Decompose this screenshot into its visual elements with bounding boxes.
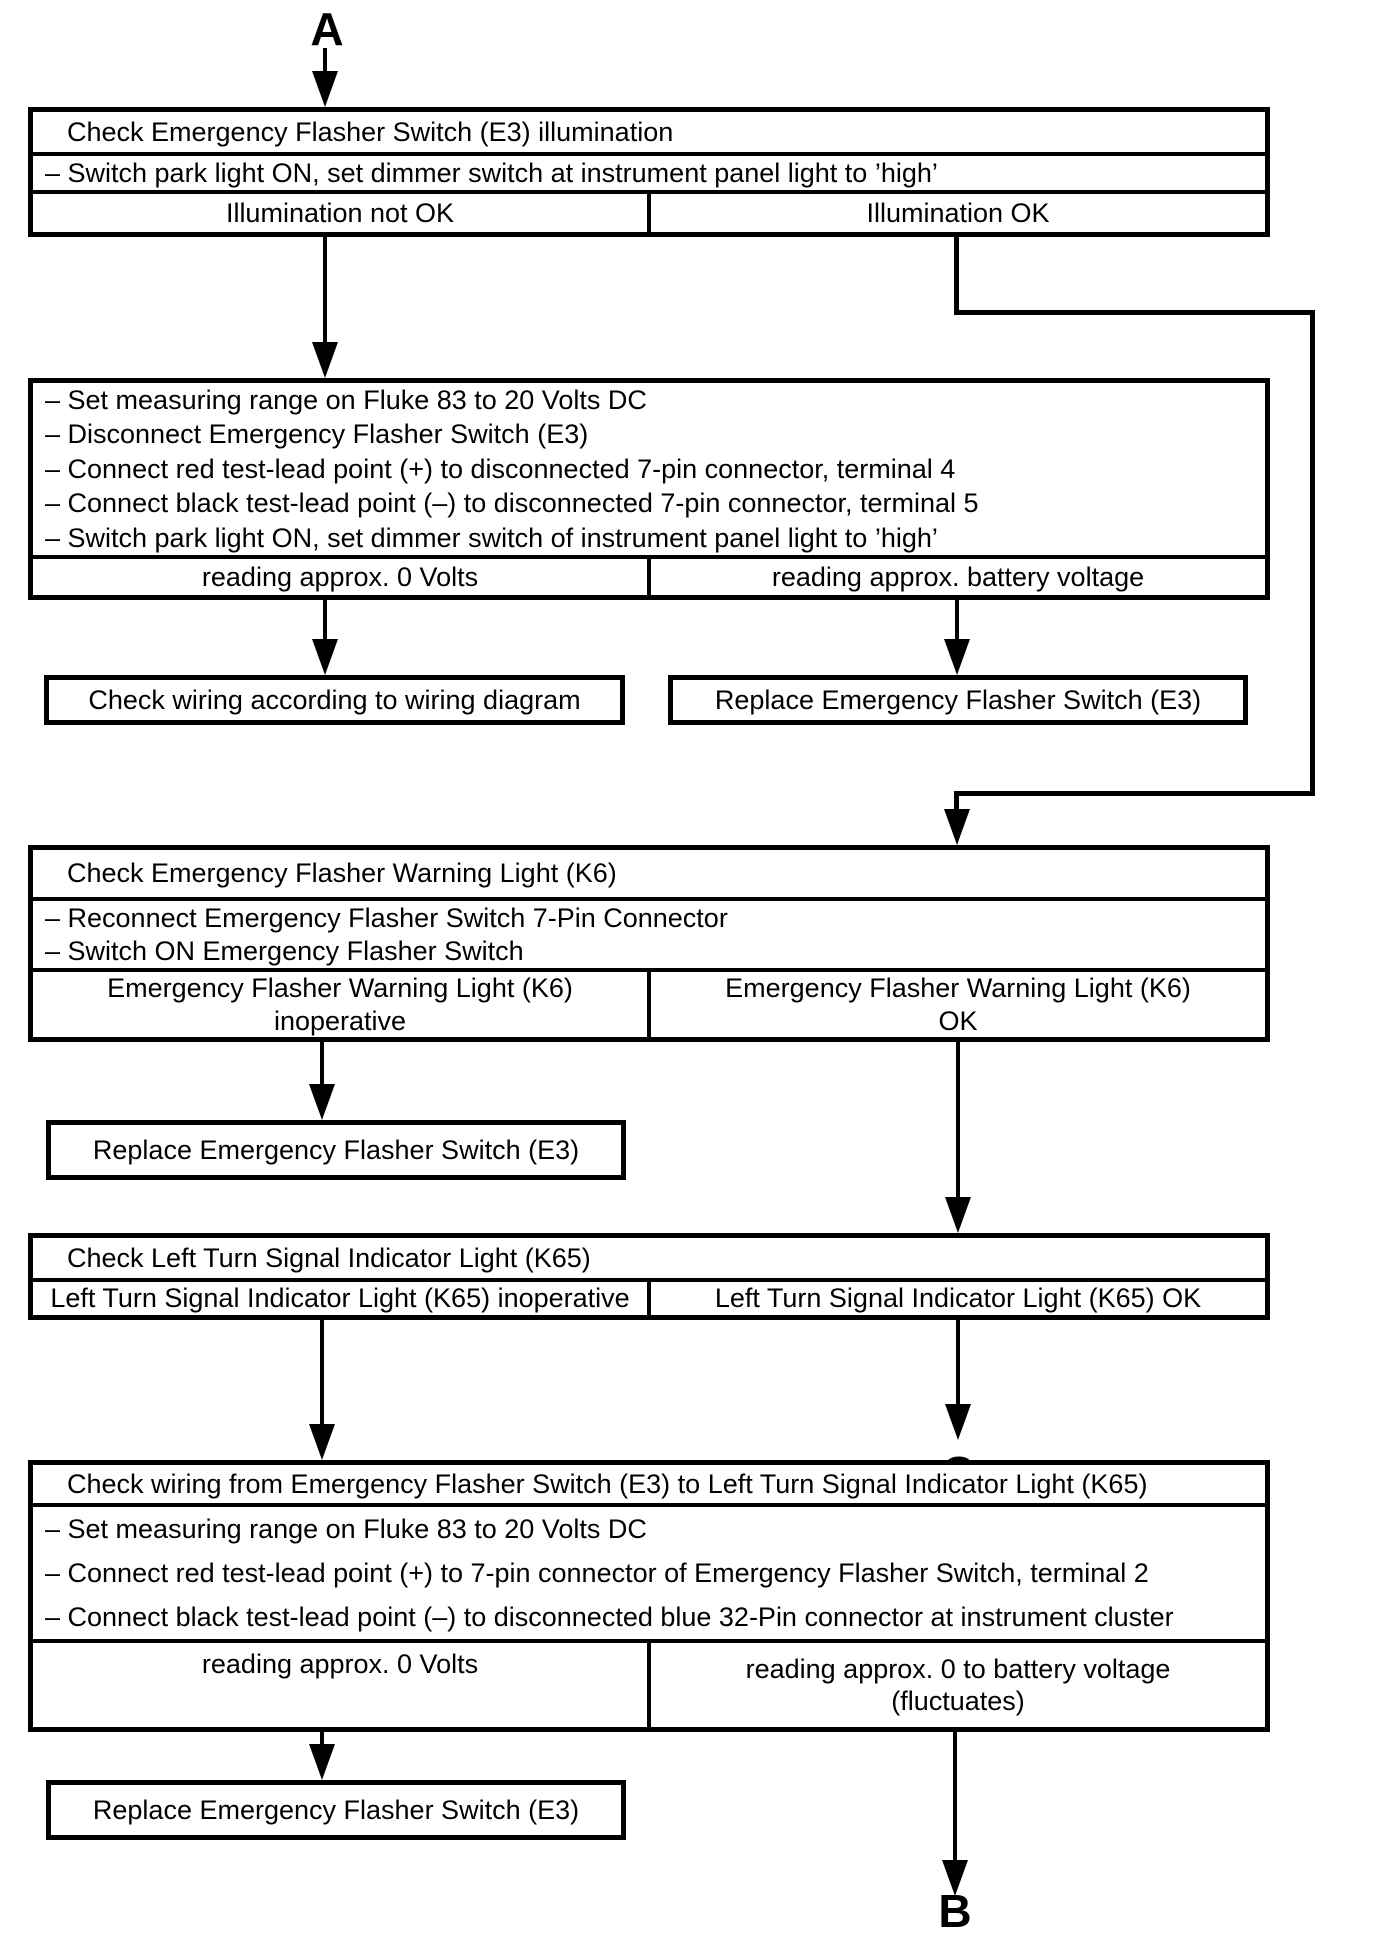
arrow-zero-volts-head [312,639,338,675]
connector-ok-seg-down3 [954,791,959,815]
check-warning-light-outcomes: Emergency Flasher Warning Light (K6) ino… [33,968,1265,1037]
check-wiring-to-indicator-title: Check wiring from Emergency Flasher Swit… [67,1468,1148,1499]
check-wiring-to-indicator-steps: – Set measuring range on Fluke 83 to 20 … [33,1503,1265,1639]
replace-switch-action-box-1: Replace Emergency Flasher Switch (E3) [668,675,1248,725]
outcome-text-line: OK [938,1005,978,1036]
step-line: – Connect black test-lead point (–) to d… [45,488,979,519]
check-warning-light-box: Check Emergency Flasher Warning Light (K… [28,845,1270,1042]
replace-switch-action-box-3: Replace Emergency Flasher Switch (E3) [46,1780,626,1840]
step-line: – Switch park light ON, set dimmer switc… [45,157,938,188]
outcome-text-line: Emergency Flasher Warning Light (K6) [725,973,1191,1004]
arrow-to-b-line [953,1732,957,1864]
arrow-wiring-zero-head [309,1744,335,1780]
arrow-k6-inoperative-head [309,1084,335,1120]
step-line: – Set measuring range on Fluke 83 to 20 … [45,385,647,415]
outcome-battery-voltage: reading approx. battery voltage [771,561,1145,592]
arrow-k65-inoperative-line [320,1320,324,1428]
connector-ok-head [944,809,970,845]
arrow-a-line [323,48,327,78]
check-left-turn-indicator-outcomes: Left Turn Signal Indicator Light (K65) i… [33,1278,1265,1315]
voltage-test-outcomes: reading approx. 0 Volts reading approx. … [33,555,1265,595]
step-line: – Connect red test-lead point (+) to dis… [45,453,956,484]
check-illumination-box: Check Emergency Flasher Switch (E3) illu… [28,107,1270,237]
arrow-battery-voltage-head [944,639,970,675]
check-illumination-title: Check Emergency Flasher Switch (E3) illu… [67,116,674,147]
outcome-text-line: reading approx. 0 to battery voltage [745,1653,1171,1684]
outcome-text-line: Emergency Flasher Warning Light (K6) [107,973,573,1004]
exit-label-b: B [938,1885,972,1934]
connector-ok-seg-down2 [1310,310,1315,796]
outcome-illumination-not-ok: Illumination not OK [33,194,651,232]
outcome-warning-light-inoperative: Emergency Flasher Warning Light (K6) ino… [33,972,651,1037]
outcome-wiring-fluctuates: reading approx. 0 to battery voltage (fl… [651,1643,1265,1727]
outcome-text-line: (fluctuates) [891,1686,1025,1716]
arrow-not-ok-head [312,342,338,378]
replace-switch-action-box-2: Replace Emergency Flasher Switch (E3) [46,1120,626,1180]
arrow-k6-inoperative-line [320,1042,324,1088]
check-illumination-steps: – Switch park light ON, set dimmer switc… [33,152,1265,190]
check-illumination-outcomes: Illumination not OK Illumination OK [33,190,1265,232]
entry-label-a: A [310,3,344,55]
check-warning-light-title: Check Emergency Flasher Warning Light (K… [67,858,617,889]
check-wiring-to-indicator-box: Check wiring from Emergency Flasher Swit… [28,1460,1270,1732]
step-line: – Connect red test-lead point (+) to 7-p… [45,1557,1149,1588]
arrow-k65-inoperative-head [309,1424,335,1460]
check-wiring-action-box: Check wiring according to wiring diagram [44,675,625,725]
connector-ok-seg-right [954,310,1315,315]
step-line: – Reconnect Emergency Flasher Switch 7-P… [45,902,728,933]
arrow-a-head [312,71,338,107]
step-line: – Disconnect Emergency Flasher Switch (E… [45,419,589,450]
outcome-illumination-ok: Illumination OK [866,197,1050,228]
connector-ok-seg-left [954,791,1315,796]
arrow-k6-ok-line [956,1042,960,1200]
step-line: – Connect black test-lead point (–) to d… [45,1601,1174,1632]
arrow-wiring-zero-line [320,1732,324,1750]
arrow-battery-voltage-line [955,600,959,644]
arrow-k6-ok-head [945,1197,971,1233]
check-warning-light-steps: – Reconnect Emergency Flasher Switch 7-P… [33,897,1265,968]
connector-ok-seg-down1 [954,237,959,315]
arrow-k65-ok-head [945,1404,971,1440]
check-left-turn-indicator-title: Check Left Turn Signal Indicator Light (… [67,1242,591,1273]
step-line: – Switch ON Emergency Flasher Switch [45,936,524,967]
arrow-zero-volts-line [323,600,327,644]
step-line: – Set measuring range on Fluke 83 to 20 … [45,1513,647,1544]
outcome-k65-ok: Left Turn Signal Indicator Light (K65) O… [714,1283,1202,1314]
voltage-test-steps: – Set measuring range on Fluke 83 to 20 … [33,383,1265,555]
arrow-k65-ok-line [956,1320,960,1408]
outcome-text-line: inoperative [273,1005,407,1036]
outcome-k65-inoperative: Left Turn Signal Indicator Light (K65) i… [33,1282,651,1315]
check-left-turn-indicator-box: Check Left Turn Signal Indicator Light (… [28,1233,1270,1320]
outcome-warning-light-ok: Emergency Flasher Warning Light (K6) OK [651,972,1265,1037]
check-wiring-to-indicator-outcomes: reading approx. 0 Volts reading approx. … [33,1639,1265,1727]
outcome-wiring-zero-volts: reading approx. 0 Volts [33,1643,651,1727]
voltage-test-box: – Set measuring range on Fluke 83 to 20 … [28,378,1270,600]
step-line: – Switch park light ON, set dimmer switc… [45,522,938,553]
outcome-zero-volts: reading approx. 0 Volts [33,559,651,595]
arrow-to-b-head [942,1860,968,1896]
arrow-not-ok-line [323,237,327,345]
